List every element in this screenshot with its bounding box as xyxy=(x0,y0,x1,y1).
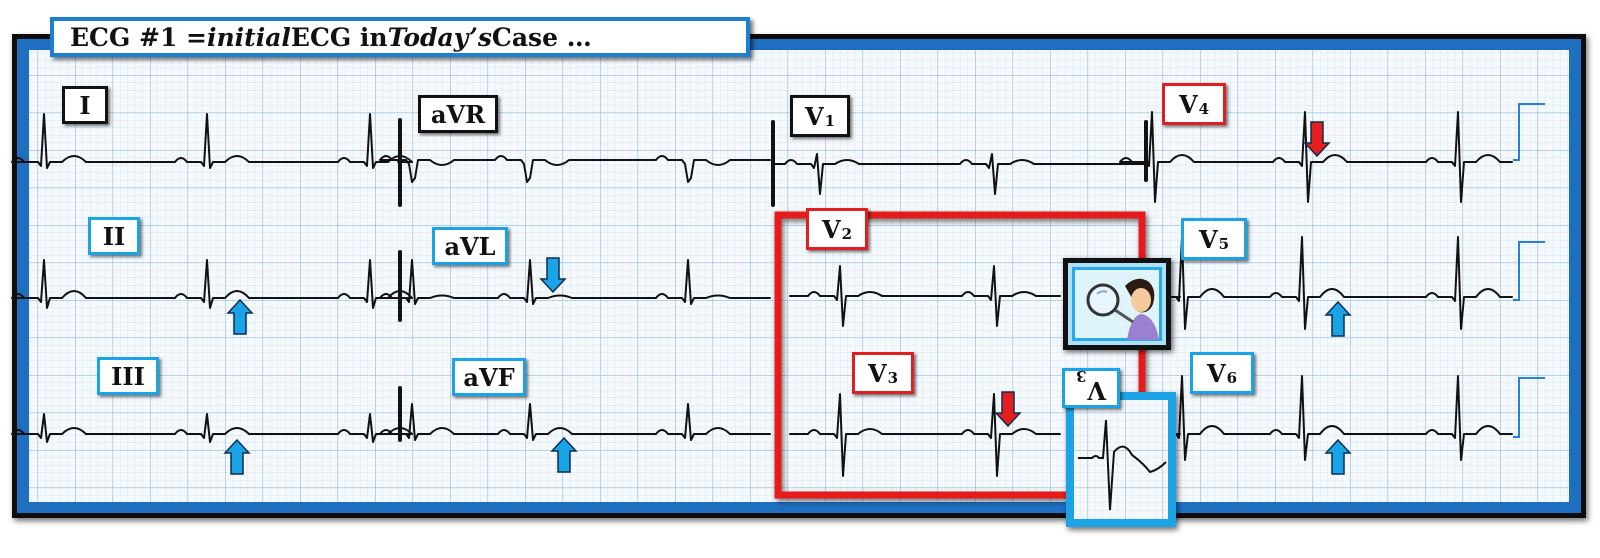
lead-label-I: I xyxy=(62,86,108,124)
lead-label-aVF: aVF xyxy=(452,358,526,396)
arrow-down-icon xyxy=(539,257,567,294)
trace-lead-V1 xyxy=(774,153,1146,195)
banner-today: Today’s xyxy=(387,22,492,52)
banner-prefix: ECG #1 = xyxy=(70,22,207,52)
arrow-up-icon xyxy=(1324,300,1352,337)
arrow-up-icon xyxy=(550,436,578,473)
lead-label-III: III xyxy=(97,357,159,395)
banner-middle: ECG in xyxy=(290,22,388,52)
trace-lead-V4 xyxy=(1119,111,1513,203)
trace-lead-V6 xyxy=(1149,375,1513,461)
arrow-up-icon xyxy=(223,438,251,475)
calibration-mark-row2 xyxy=(1513,241,1545,301)
arrow-down-icon xyxy=(994,391,1022,428)
arrow-up-icon xyxy=(1324,438,1352,475)
ecg-traces xyxy=(11,111,1513,477)
lead-label-aVL: aVL xyxy=(432,227,508,265)
magnifying-glass-icon xyxy=(1063,258,1171,350)
trace-lead-V3 xyxy=(789,393,1061,477)
v2-v3-highlight-box xyxy=(774,211,1146,499)
banner-initial: initial xyxy=(207,22,291,52)
arrow-up-icon xyxy=(226,298,254,335)
trace-lead-aVR xyxy=(379,155,771,183)
trace-lead-V2 xyxy=(789,265,1061,327)
lead-label-inset-V3: V3 xyxy=(1062,367,1120,408)
calibration-mark-row1 xyxy=(1513,103,1545,161)
figure-title-banner: ECG #1 = ​initial ECG in Today’s Case … xyxy=(50,17,750,57)
trace-lead-III xyxy=(11,413,413,443)
lead-label-aVR: aVR xyxy=(418,95,498,133)
trace-lead-II xyxy=(11,259,413,309)
arrow-down-icon xyxy=(1303,121,1331,158)
trace-lead-aVL xyxy=(379,259,771,305)
banner-suffix: Case … xyxy=(491,22,592,52)
lead-label-II: II xyxy=(88,217,140,255)
calibration-mark-row3 xyxy=(1513,377,1545,438)
inset-v3-trace xyxy=(1078,419,1167,511)
trace-lead-aVF xyxy=(379,403,771,441)
trace-lead-I xyxy=(11,113,413,169)
